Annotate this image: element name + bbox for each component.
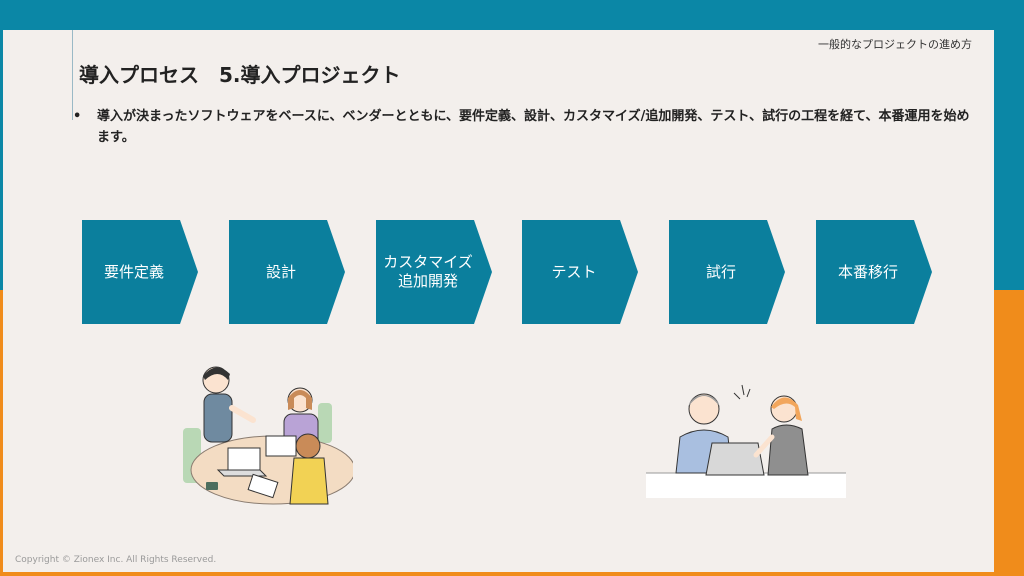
chevron-arrow-icon: [816, 220, 932, 324]
process-step-requirements: 要件定義: [82, 220, 198, 324]
bullet-text: 導入が決まったソフトウェアをベースに、ベンダーとともに、要件定義、設計、カスタマ…: [97, 109, 970, 145]
slide: 一般的なプロジェクトの進め方 導入プロセス 5.導入プロジェクト • 導入が決ま…: [3, 30, 994, 572]
bullet-item: • 導入が決まったソフトウェアをベースに、ベンダーとともに、要件定義、設計、カス…: [73, 106, 973, 148]
section-label: 一般的なプロジェクトの進め方: [818, 38, 972, 51]
bullet-icon: •: [73, 109, 82, 124]
title-divider-line: [72, 30, 73, 120]
process-step-label: 要件定義: [103, 262, 164, 281]
page-title: 導入プロセス 5.導入プロジェクト: [79, 63, 401, 87]
chevron-arrow-icon: [82, 220, 198, 324]
process-step-design: 設計: [229, 220, 345, 324]
team-meeting-illustration: [178, 358, 356, 514]
process-step-label: 設計: [265, 262, 296, 281]
chevron-arrow-icon: [376, 220, 492, 324]
process-step-label: 試行: [705, 262, 736, 281]
process-step-production: 本番移行: [816, 220, 932, 324]
chevron-arrow-icon: [522, 220, 638, 324]
copyright-footer: Copyright © Zionex Inc. All Rights Reser…: [15, 555, 217, 565]
process-step-label: カスタマイズ 追加開発: [383, 253, 473, 290]
process-step-test: テスト: [522, 220, 638, 324]
process-step-label: 本番移行: [837, 262, 898, 281]
chevron-arrow-icon: [229, 220, 345, 324]
process-step-label: テスト: [551, 262, 597, 281]
process-step-trial: 試行: [669, 220, 785, 324]
chevron-arrow-icon: [669, 220, 785, 324]
process-step-customize: カスタマイズ 追加開発: [376, 220, 492, 324]
consultation-illustration: [646, 363, 846, 507]
